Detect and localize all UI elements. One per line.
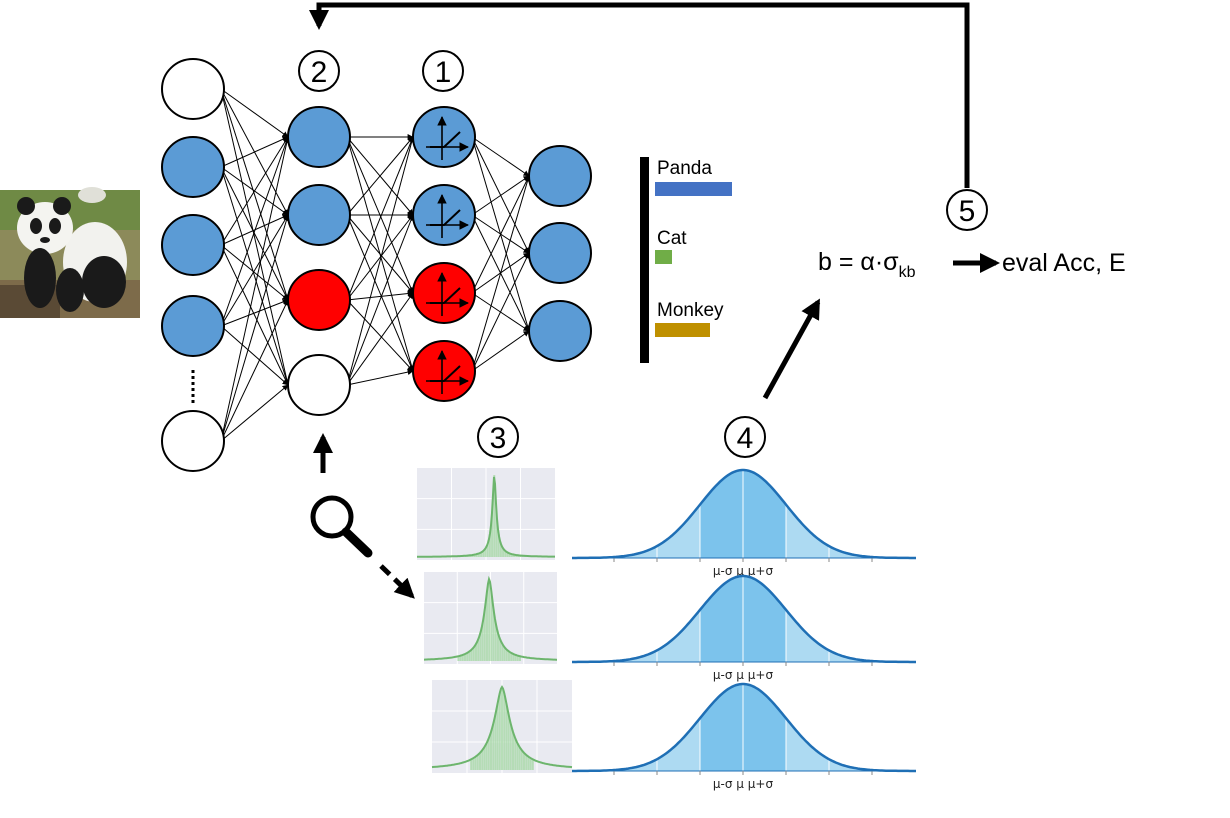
bar-label: Cat [657, 228, 687, 249]
eval-text: eval Acc, E [1002, 249, 1126, 277]
activation-function-icon [426, 350, 469, 394]
connection [346, 136, 414, 216]
neuron-pruned [287, 269, 351, 331]
panda-photo [0, 187, 140, 318]
neuron [161, 410, 225, 472]
neuron [287, 354, 351, 416]
connection [220, 166, 289, 301]
output-layer [528, 145, 592, 362]
neuron [161, 214, 225, 276]
neuron [528, 145, 592, 207]
bar-axis [640, 157, 649, 363]
connection [471, 252, 530, 372]
connection [346, 299, 414, 372]
neuron [528, 300, 592, 362]
connection [220, 214, 289, 327]
connection [220, 88, 290, 301]
bar-label: Monkey [657, 300, 724, 321]
connection [220, 244, 289, 386]
connection [346, 214, 414, 301]
connection [220, 214, 289, 246]
connection [471, 175, 530, 294]
activation-function-icon [426, 272, 469, 316]
connection [220, 384, 289, 442]
histogram-panel [424, 572, 557, 664]
magnifier-arrow [379, 564, 415, 599]
connection [346, 292, 414, 386]
gaussian-axis-label: μ-σ μ μ+σ [713, 564, 774, 578]
gaussian-panel: μ-σ μ μ+σ [572, 574, 916, 682]
connection [220, 88, 289, 138]
bar [655, 250, 672, 264]
gaussian-panel: μ-σ μ μ+σ [572, 682, 916, 791]
connection [220, 166, 290, 386]
connection [220, 299, 289, 327]
connection [346, 369, 414, 386]
neuron [161, 58, 225, 120]
connection [220, 88, 290, 386]
connection [471, 175, 530, 216]
neuron [287, 106, 351, 168]
connection [220, 136, 290, 327]
connection [471, 136, 530, 177]
connection [346, 136, 414, 301]
connection [346, 290, 414, 301]
step-1-marker: 1 [422, 50, 464, 92]
connection [220, 136, 290, 442]
output-bar-chart: Panda Cat Monkey [640, 157, 732, 363]
connection [471, 330, 530, 372]
magnifier-icon [310, 495, 373, 558]
activation-neuron-pruned [412, 340, 476, 402]
activation-neuron [412, 106, 476, 168]
bias-formula: b = α·σkb [818, 248, 916, 281]
neuron [287, 184, 351, 246]
histogram-panel [417, 468, 555, 560]
connection [220, 136, 289, 168]
bar [655, 182, 732, 196]
connection [346, 214, 414, 294]
hidden-layer-1 [287, 106, 351, 416]
connection [220, 244, 289, 301]
step-2-marker: 2 [298, 50, 340, 92]
neuron [161, 136, 225, 198]
input-layer [161, 58, 225, 472]
histogram-panel [431, 680, 573, 773]
connection [220, 299, 289, 442]
activation-function-icon [426, 116, 469, 160]
svg-text:1: 1 [435, 56, 452, 89]
activation-neuron-pruned [412, 262, 476, 324]
step-5-marker: 5 [946, 189, 988, 231]
svg-text:2: 2 [311, 56, 328, 89]
weight-histograms [417, 468, 573, 773]
step-4-marker: 4 [724, 416, 766, 458]
connection [346, 214, 414, 372]
feedback-arrow [309, 2, 970, 188]
connection [220, 214, 290, 442]
activation-function-icon [426, 194, 469, 238]
svg-text:3: 3 [490, 422, 507, 455]
bar-label: Panda [657, 158, 712, 179]
gaussian-axis-label: μ-σ μ μ+σ [713, 668, 774, 682]
neuron [161, 295, 225, 357]
gaussian-to-formula-arrow [762, 298, 821, 400]
gaussian-axis-label: μ-σ μ μ+σ [713, 777, 774, 791]
step-3-marker: 3 [477, 416, 519, 458]
connection [220, 325, 289, 386]
connection [220, 136, 289, 246]
bar [655, 323, 710, 337]
connection [471, 175, 531, 372]
neuron [528, 222, 592, 284]
connection [346, 214, 414, 386]
connection [346, 136, 415, 386]
network-connections [220, 88, 531, 442]
gaussian-fits: μ-σ μ μ+σ μ-σ μ μ+σ μ-σ μ μ+σ [572, 468, 916, 791]
svg-text:4: 4 [737, 422, 754, 455]
svg-text:5: 5 [959, 195, 976, 228]
activation-neuron [412, 184, 476, 246]
hidden-layer-2 [412, 106, 476, 402]
gaussian-panel: μ-σ μ μ+σ [572, 468, 916, 578]
